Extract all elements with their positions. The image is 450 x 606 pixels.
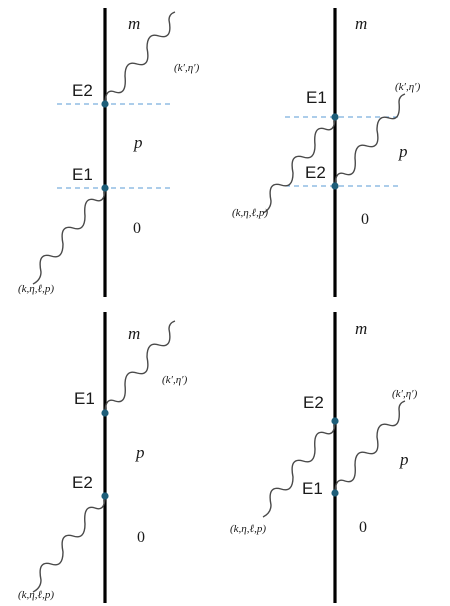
outgoing-momentum-label: (k′,η′) bbox=[392, 388, 418, 400]
incoming-momentum-label: (k,η,ℓ,p) bbox=[232, 207, 268, 219]
vertex-lower bbox=[331, 182, 339, 190]
vertex-lower bbox=[101, 184, 109, 192]
vertex-lower bbox=[331, 489, 339, 497]
event-upper-label: E2 bbox=[72, 81, 93, 100]
vertex-upper bbox=[101, 409, 109, 417]
state-mid-label: p bbox=[133, 133, 143, 152]
outgoing-momentum-label: (k′,η′) bbox=[174, 62, 200, 74]
outgoing-momentum-label: (k′,η′) bbox=[395, 81, 421, 93]
event-lower-label: E1 bbox=[302, 479, 323, 498]
incoming-momentum-label: (k,η,ℓ,p) bbox=[230, 523, 266, 535]
incoming-momentum-label: (k,η,ℓ,p) bbox=[18, 283, 54, 295]
outgoing-wave bbox=[104, 320, 176, 414]
incoming-wave bbox=[32, 187, 106, 285]
panel-top-right: m p 0 E1 E2 (k′,η′) (k,η,ℓ,p) bbox=[232, 8, 421, 297]
event-upper-label: E2 bbox=[303, 393, 324, 412]
state-top-label: m bbox=[128, 14, 140, 33]
vertex-upper bbox=[331, 417, 339, 425]
event-lower-label: E2 bbox=[305, 163, 326, 182]
outgoing-wave bbox=[104, 11, 176, 105]
event-upper-label: E1 bbox=[306, 88, 327, 107]
incoming-momentum-label: (k,η,ℓ,p) bbox=[18, 589, 54, 601]
vertex-upper bbox=[101, 100, 109, 108]
state-top-label: m bbox=[355, 319, 367, 338]
incoming-wave bbox=[262, 420, 336, 518]
state-bottom-label: 0 bbox=[361, 211, 369, 228]
vertex-lower bbox=[101, 492, 109, 500]
state-mid-label: p bbox=[135, 443, 145, 462]
incoming-wave bbox=[262, 116, 336, 214]
event-upper-label: E1 bbox=[74, 389, 95, 408]
outgoing-momentum-label: (k′,η′) bbox=[162, 374, 188, 386]
panel-top-left: m p 0 E2 E1 (k′,η′) (k,η,ℓ,p) bbox=[18, 8, 200, 297]
panel-bottom-right: m p 0 E2 E1 (k′,η′) (k,η,ℓ,p) bbox=[230, 312, 418, 603]
state-mid-label: p bbox=[398, 142, 408, 161]
state-top-label: m bbox=[355, 14, 367, 33]
state-bottom-label: 0 bbox=[137, 529, 145, 546]
state-bottom-label: 0 bbox=[133, 220, 141, 237]
outgoing-wave bbox=[334, 400, 406, 494]
incoming-wave bbox=[32, 495, 106, 593]
outgoing-wave bbox=[334, 93, 406, 187]
state-mid-label: p bbox=[399, 450, 409, 469]
panel-bottom-left: m p 0 E1 E2 (k′,η′) (k,η,ℓ,p) bbox=[18, 312, 188, 603]
event-lower-label: E2 bbox=[72, 473, 93, 492]
state-top-label: m bbox=[128, 324, 140, 343]
event-lower-label: E1 bbox=[72, 165, 93, 184]
vertex-upper bbox=[331, 113, 339, 121]
state-bottom-label: 0 bbox=[359, 519, 367, 536]
